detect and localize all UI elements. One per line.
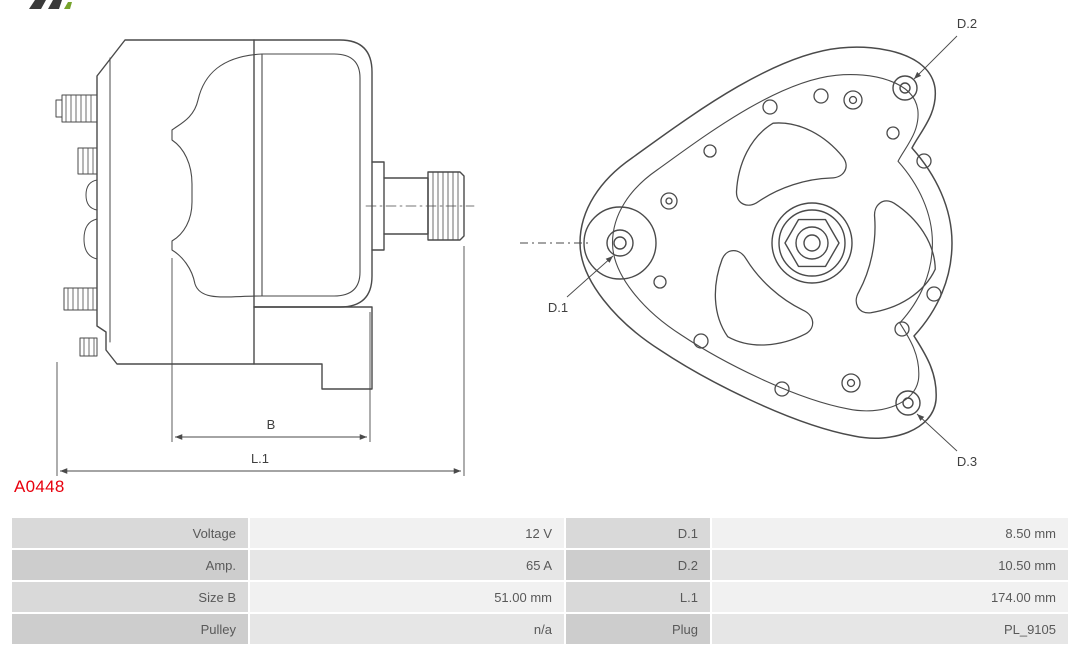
spec-label: Voltage (12, 518, 248, 548)
part-number: A0448 (14, 477, 65, 496)
shaft-hub (771, 202, 853, 284)
dimension-b-label: B (267, 417, 276, 432)
spec-label: D.1 (566, 518, 710, 548)
leader-lines (566, 35, 958, 452)
spec-value: 65 A (250, 550, 564, 580)
bolt-holes (653, 88, 942, 397)
terminal-studs (55, 94, 98, 357)
spec-label: Size B (12, 582, 248, 612)
mount-boss-d1 (583, 206, 657, 280)
side-view-diagram: B L.1 (55, 39, 475, 476)
spec-label: Amp. (12, 550, 248, 580)
spec-row-pulley: Pulley n/a Plug PL_9105 (12, 614, 1068, 644)
brand-logo-fragment-icon (29, 0, 72, 9)
alternator-side-body (55, 39, 475, 390)
spec-value: 174.00 mm (712, 582, 1068, 612)
spec-value: PL_9105 (712, 614, 1068, 644)
spec-label: Pulley (12, 614, 248, 644)
dimension-l1 (56, 246, 465, 476)
spec-value: 51.00 mm (250, 582, 564, 612)
spec-value: 10.50 mm (712, 550, 1068, 580)
leader-d2-label: D.2 (957, 16, 977, 31)
spec-value: n/a (250, 614, 564, 644)
leader-d3-label: D.3 (957, 454, 977, 469)
rear-view-diagram: D.2 D.1 D.3 (520, 16, 977, 469)
spec-value: 12 V (250, 518, 564, 548)
spec-table: Voltage 12 V D.1 8.50 mm Amp. 65 A D.2 1… (10, 516, 1070, 646)
mount-hole-d2 (892, 75, 918, 101)
dimension-l1-label: L.1 (251, 451, 269, 466)
spec-label: Plug (566, 614, 710, 644)
alternator-rear-housing (520, 46, 953, 439)
spec-label: D.2 (566, 550, 710, 580)
spec-value: 8.50 mm (712, 518, 1068, 548)
spec-row-amp: Amp. 65 A D.2 10.50 mm (12, 550, 1068, 580)
leader-d1-label: D.1 (548, 300, 568, 315)
spec-row-voltage: Voltage 12 V D.1 8.50 mm (12, 518, 1068, 548)
mount-hole-d3 (895, 390, 921, 416)
dimension-b (171, 258, 371, 442)
spec-label: L.1 (566, 582, 710, 612)
spec-row-size-b: Size B 51.00 mm L.1 174.00 mm (12, 582, 1068, 612)
